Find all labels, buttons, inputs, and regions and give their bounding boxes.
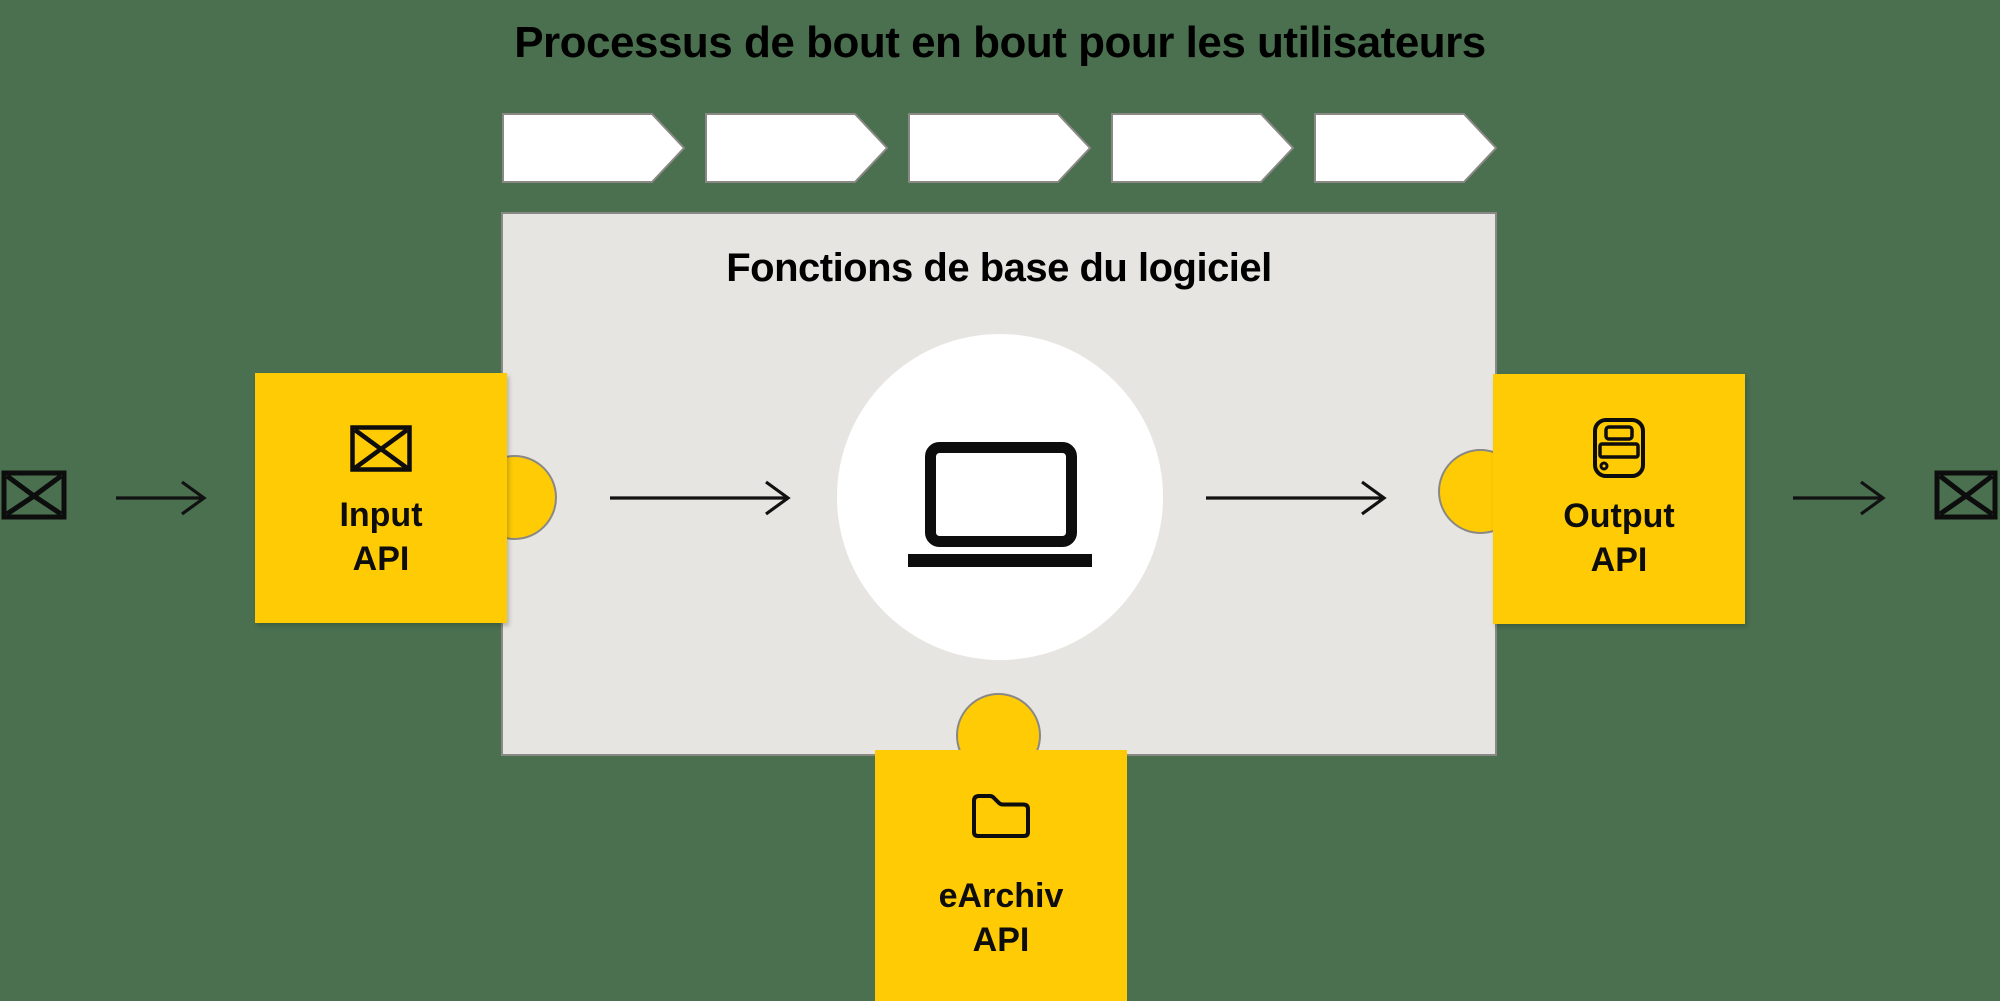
flow-arrow-icon <box>1206 480 1387 516</box>
server-icon <box>1593 418 1645 478</box>
module-label-line2: API <box>972 921 1030 959</box>
folder-icon <box>972 794 1030 838</box>
page-title: Processus de bout en bout pour les utili… <box>514 18 1486 67</box>
module-label-line1: Output <box>1563 497 1675 535</box>
module-label-line2: API <box>1590 541 1648 579</box>
module-label-line1: Input <box>339 496 423 534</box>
flow-arrow-icon <box>610 480 791 516</box>
module-earchiv-api: eArchiv API <box>875 750 1127 1001</box>
module-label: eArchiv API <box>875 874 1127 962</box>
module-output-api: Output API <box>1493 374 1745 624</box>
process-step-chevron <box>705 113 889 183</box>
module-label: Output API <box>1493 494 1745 582</box>
process-steps-chevrons <box>502 113 1497 183</box>
flow-arrow-icon <box>1793 480 1886 516</box>
module-label-line1: eArchiv <box>938 877 1064 915</box>
flow-arrow-icon <box>116 480 207 516</box>
module-input-api: Input API <box>255 373 507 623</box>
process-step-chevron <box>502 113 686 183</box>
process-step-chevron <box>1111 113 1295 183</box>
process-step-chevron <box>1314 113 1497 183</box>
core-panel-heading: Fonctions de base du logiciel <box>726 246 1272 290</box>
process-step-chevron <box>908 113 1092 183</box>
module-label: Input API <box>255 493 507 581</box>
laptop-icon <box>908 442 1092 567</box>
envelope-icon <box>1934 470 1998 520</box>
envelope-icon <box>1 470 67 520</box>
envelope-icon <box>350 425 412 472</box>
core-software-circle <box>837 334 1163 660</box>
module-label-line2: API <box>352 540 410 578</box>
